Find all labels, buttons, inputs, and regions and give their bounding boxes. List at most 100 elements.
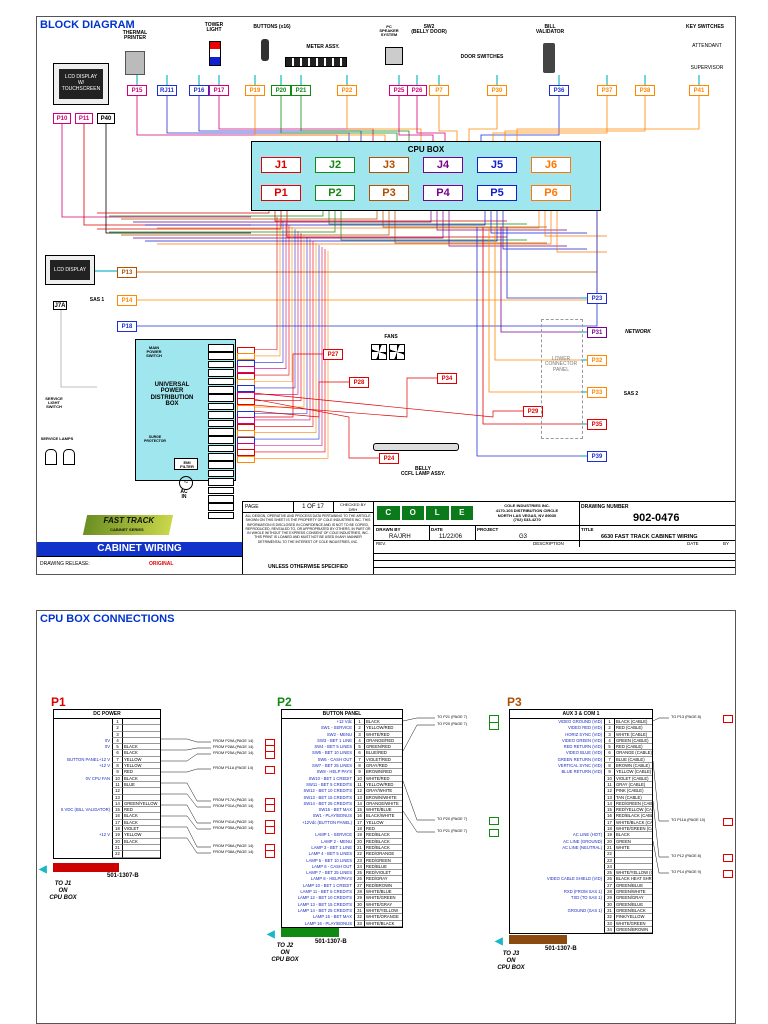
pin-number: 5 [354,744,364,751]
service-lamp-icon-2 [63,449,75,465]
pin-number: 1 [112,719,122,726]
pin-number: 19 [604,832,614,839]
pin-number: 11 [354,781,364,789]
sw2-label: SW2 (BELLY DOOR) [411,24,447,36]
cpu-jack-j3: J3 [369,157,409,173]
pin-description [54,851,112,857]
wire-color: YELLOW [122,832,160,839]
wire-color: WHITE/YELLOW [364,907,402,915]
pin-number: 6 [604,750,614,757]
wire [109,201,336,233]
title-value: 6630 FAST TRACK CABINET WIRING [601,534,698,540]
connector-p13: P13 [117,267,137,278]
pin-number: 13 [604,794,614,801]
wire [300,96,410,141]
checked-cell: CHECKED BY DRH [333,502,373,513]
wire [402,724,418,752]
wire [652,760,660,822]
wire-color: YELLOW/RED [364,725,402,732]
connector-p36: P36 [549,85,569,96]
pin-description: LAMP 6 - CASH OUT [311,863,352,869]
page-reference: TO P13 (PAGE 8) [671,715,702,719]
pin-description: VIDEO BLUE (VID) [565,750,602,756]
cable-plug-p6: P6 [531,185,571,201]
wire-color: GREEN [614,838,652,845]
wire [60,310,97,388]
upd-outlet [208,453,234,461]
pin-description: GREEN RETURN (VID) [557,756,602,762]
wire [161,768,198,773]
p3-to-label: TO J3 ON CPU BOX [497,951,525,971]
divider [579,502,580,574]
reference-connector [723,715,733,723]
pin-description: SW12 - BET 10 CREDITS [303,788,352,794]
pin-description: SW10 - BET 1 CREDIT [308,775,352,781]
pin-number: 23 [354,857,364,864]
wire [280,96,398,141]
wire [516,96,700,141]
fan-icon-1 [371,344,387,360]
wire [252,392,523,418]
wire-color: WHITE/BLACK [364,920,402,927]
wire [166,96,350,141]
wire-color: PINK/YELLOW [614,914,652,921]
printer-icon [125,51,145,75]
wire [253,219,281,357]
wire [137,209,598,301]
wire-color: RED/VIOLET [364,870,402,877]
wire [253,235,305,408]
wire-color: BROWN (CABLE) [614,763,652,770]
p3-label: P3 [507,695,522,709]
wire-color: TAN (CABLE) [614,794,652,801]
connector-p35: P35 [587,419,607,430]
fast-track-logo-text: FAST TRACK [103,516,155,525]
connector-p7: P7 [429,85,449,96]
wire-color: BLACK/WHITE [364,813,402,820]
lcd-display-label: LCD DISPLAY [50,260,90,280]
connector-p15: P15 [127,85,147,96]
wire-color: VIOLET (CABLE) [614,775,652,782]
wire [286,201,507,238]
drawn-by-label: DRAWN BY [376,527,401,532]
pin-number: 9 [354,769,364,776]
wire-color [122,851,160,858]
wire-color: RED/GRAY [364,876,402,883]
wire-color: GREEN/BROWN [614,926,652,934]
wire-color: WHITE/YELLOW (CABLE) [614,870,652,877]
wire [438,96,458,141]
pin-number: 1 [604,719,614,726]
p2-arrow-icon: ◀ [267,929,275,940]
wire [161,837,198,854]
service-lamps-label: SERVICE LAMPS [40,436,74,441]
pin-number: 2 [112,725,122,732]
logo-letter: O [401,506,424,520]
pin-description: LAMP 11 - BET 5 CREDITS [300,889,352,895]
wire-color: YELLOW [364,819,402,827]
wire [468,96,498,141]
project-label: PROJECT [477,527,499,532]
pin-description: SW7 - BET 25 LINES [312,763,352,769]
ccfl-lamp-icon [373,443,459,451]
wire-color: WHITE/GREEN [614,920,652,927]
page-reference: FROM P38A (PAGE 14) [213,850,254,854]
logo-letter: L [426,506,449,520]
speaker-icon [385,47,403,65]
wire [83,124,251,226]
